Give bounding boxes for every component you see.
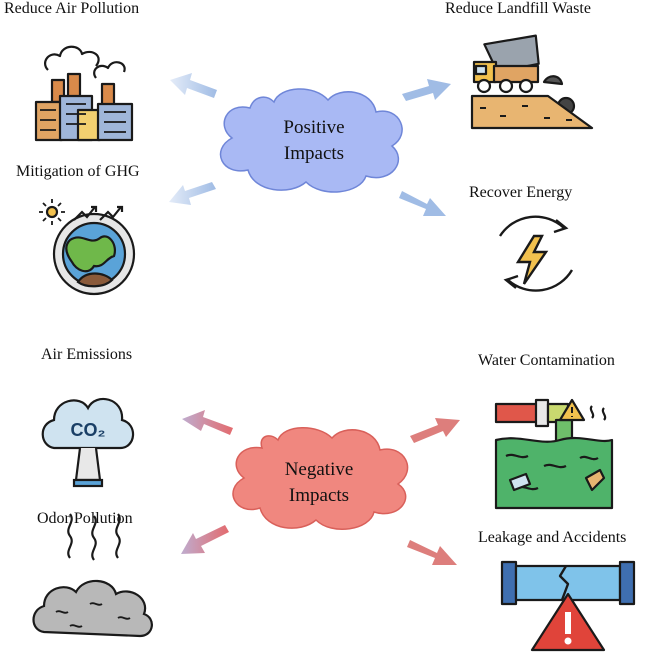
- arrow-to-ghg: [169, 182, 216, 205]
- arrow-to-leakage: [407, 540, 457, 565]
- broken-pipe-warning-icon: [500, 560, 636, 652]
- odor-smog-icon: [32, 513, 153, 638]
- label-mitigation-ghg: Mitigation of GHG: [16, 163, 140, 180]
- energy-bolt-cycle-icon: [498, 215, 574, 292]
- arrow-to-energy: [399, 191, 446, 216]
- positive-cloud-line2: Impacts: [283, 143, 345, 164]
- co2-text: CO₂: [71, 420, 106, 440]
- arrow-to-landfill: [402, 79, 451, 101]
- positive-arrows: [169, 73, 451, 216]
- arrow-to-water: [410, 418, 460, 443]
- label-leakage-accidents: Leakage and Accidents: [478, 529, 627, 546]
- factory-smoke-icon: [34, 45, 134, 142]
- label-recover-energy: Recover Energy: [469, 184, 573, 201]
- arrow-to-air-pollution: [170, 73, 217, 98]
- label-water-contamination: Water Contamination: [478, 352, 615, 369]
- negative-cloud-label: Negative Impacts: [266, 457, 372, 509]
- label-air-emissions: Air Emissions: [41, 346, 133, 363]
- negative-cloud-line2: Impacts: [288, 485, 350, 506]
- negative-cloud-line1: Negative: [284, 459, 354, 480]
- positive-cloud: [219, 88, 403, 193]
- arrow-to-odor: [181, 525, 229, 554]
- negative-cloud: [232, 427, 409, 530]
- positive-cloud-line1: Positive: [283, 117, 345, 138]
- polluted-water-pipe-icon: [494, 398, 614, 510]
- co2-cloud-icon: CO₂: [41, 398, 135, 488]
- positive-cloud-label: Positive Impacts: [262, 115, 366, 167]
- label-reduce-landfill-waste: Reduce Landfill Waste: [445, 0, 591, 17]
- label-odor-pollution: Odor Pollution: [37, 510, 133, 527]
- dump-truck-landfill-icon: [470, 34, 594, 130]
- arrow-to-air-emissions: [182, 410, 233, 435]
- negative-arrows: [181, 410, 460, 565]
- earth-globe-icon: [39, 199, 136, 296]
- label-reduce-air-pollution: Reduce Air Pollution: [4, 0, 140, 17]
